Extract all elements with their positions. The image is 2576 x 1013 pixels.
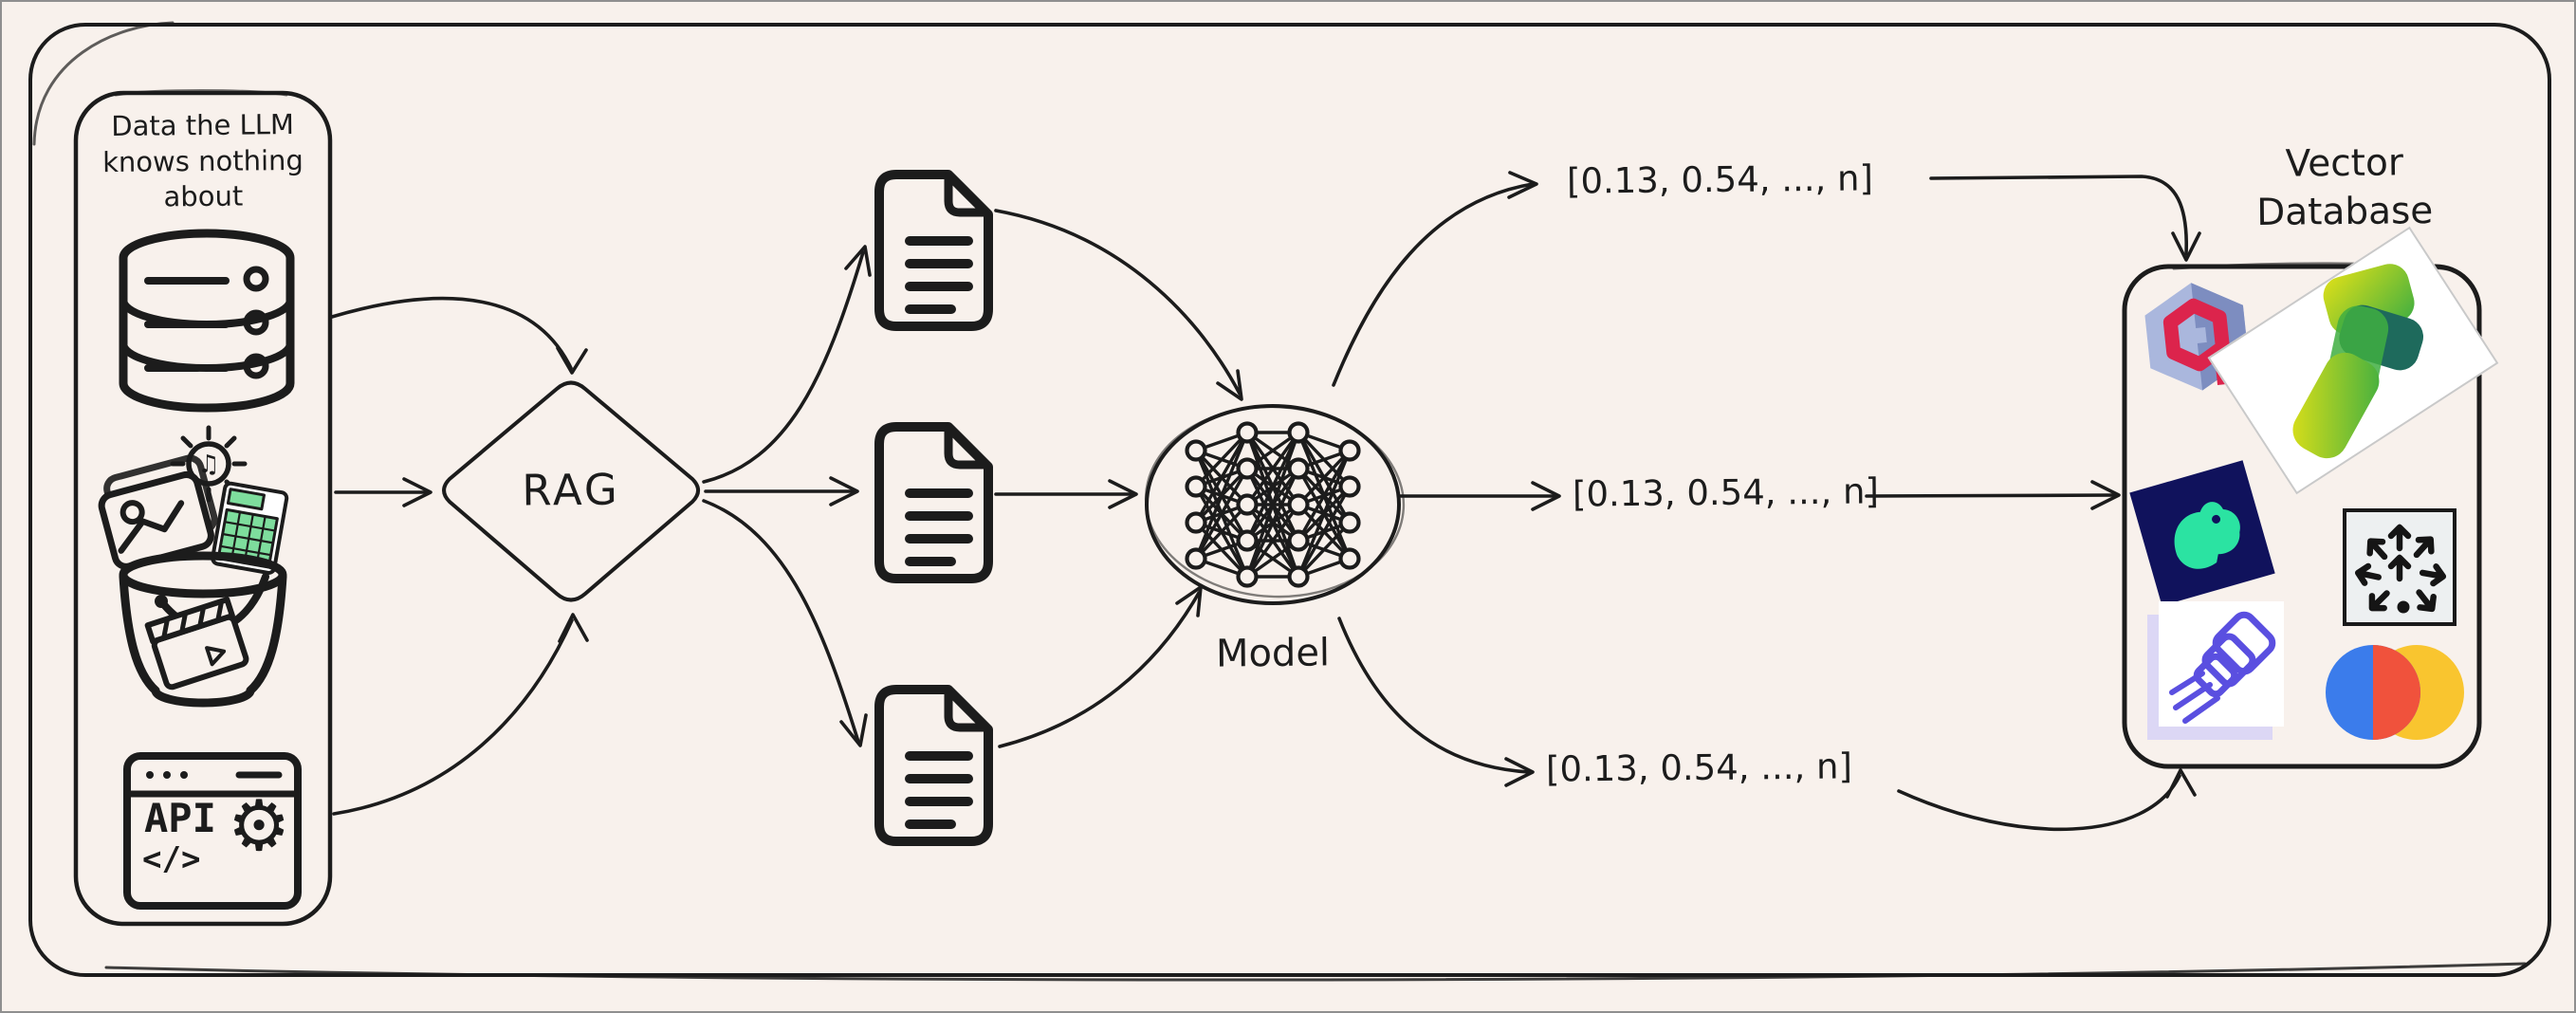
- embedding-vector-2: [0.13, 0.54, ..., n]: [1572, 470, 1880, 515]
- vector-db-title: Vector Database: [2255, 141, 2434, 234]
- model-label: Model: [1215, 631, 1331, 676]
- green-mascot-logo: [2129, 460, 2275, 606]
- document-icon-bottom: [874, 685, 993, 846]
- arrow-vector3-to-db: [1897, 768, 2197, 832]
- document-icon-middle: [874, 422, 993, 583]
- arrow-doc-top-to-model: [994, 209, 1243, 401]
- arrow-vector2-to-db: [1865, 480, 2121, 510]
- arrow-media-to-rag: [334, 477, 432, 507]
- arrow-model-to-vector2: [1398, 481, 1561, 511]
- arrow-doc-middle-to-model: [994, 479, 1138, 509]
- data-sources-box: [73, 89, 333, 927]
- arrow-db-to-rag: [330, 296, 588, 375]
- database-icon: [119, 229, 295, 413]
- media-bucket-cluster: ♫: [98, 425, 289, 708]
- rag-label: RAG: [522, 464, 620, 516]
- vector-arrows-icon: [2343, 508, 2456, 626]
- document-icon-top: [874, 170, 993, 331]
- api-label: API: [144, 795, 216, 841]
- rag-diamond: [442, 380, 700, 602]
- embedding-vector-3: [0.13, 0.54, ..., n]: [1545, 746, 1853, 790]
- sources-box-title: Data the LLM knows nothing about: [101, 107, 304, 213]
- arrow-model-to-vector1: [1332, 171, 1538, 387]
- api-icon: [123, 752, 302, 910]
- weaviate-logo: [2207, 226, 2499, 495]
- arrow-rag-to-doc-bottom: [702, 499, 868, 747]
- arrow-model-to-vector3: [1337, 617, 1535, 787]
- stacked-layers-logo: [2147, 601, 2290, 744]
- outer-frame: [28, 21, 2551, 982]
- arrow-api-to-rag: [332, 613, 589, 816]
- arrow-rag-to-doc-top: [702, 245, 872, 484]
- gear-icon: ⚙: [228, 785, 291, 867]
- arrow-doc-bottom-to-model: [998, 585, 1203, 748]
- spreadsheet-icon: [211, 481, 289, 575]
- photo-icon: [98, 454, 218, 570]
- neural-network-icon: [1185, 421, 1361, 588]
- embedding-vector-1: [0.13, 0.54, ..., n]: [1566, 157, 1874, 202]
- api-code-label: </>: [142, 840, 201, 878]
- arrow-rag-to-doc-middle: [704, 476, 859, 506]
- arrow-vector1-to-db: [1929, 175, 2201, 262]
- clapperboard-icon: [144, 597, 249, 691]
- chroma-logo: [2324, 643, 2466, 742]
- model-node: [1144, 404, 1406, 605]
